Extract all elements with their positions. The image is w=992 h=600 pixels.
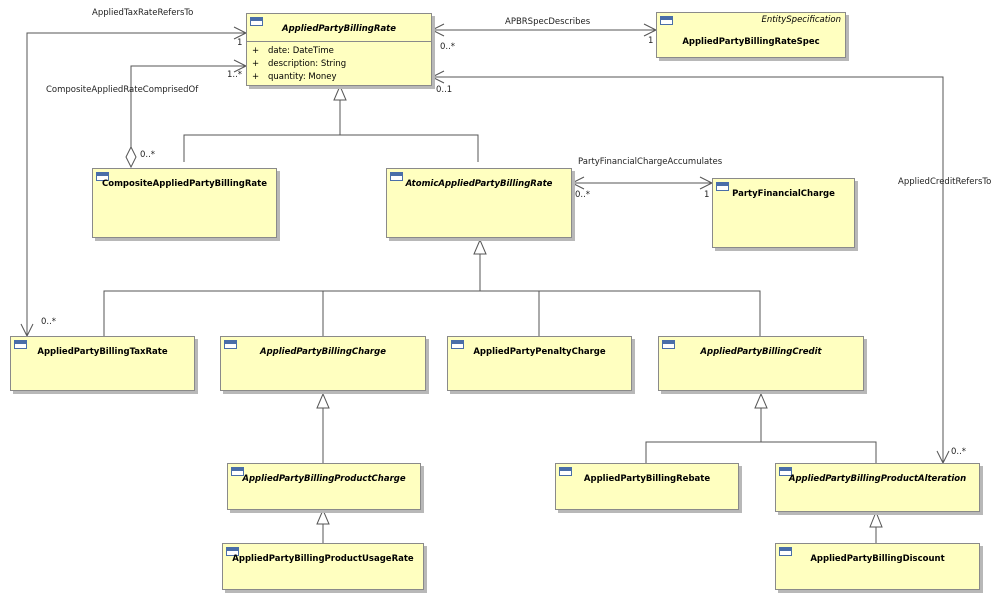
mult-spec-target: 1 <box>648 36 654 46</box>
aggregation-diamond <box>125 145 137 169</box>
class-name: AppliedPartyBillingCharge <box>260 347 386 357</box>
mult-tax-rate-source: 1 <box>237 38 243 48</box>
class-party-financial-charge[interactable]: PartyFinancialCharge <box>712 178 855 248</box>
class-stereotype: EntitySpecification <box>761 15 841 25</box>
assoc-label-credit: AppliedCreditRefersTo <box>898 177 992 187</box>
class-name: AppliedPartyBillingCredit <box>700 347 822 357</box>
generalization-line-atomic <box>103 254 761 336</box>
association-line-credit <box>432 76 944 463</box>
class-icon <box>14 340 27 349</box>
class-name: AppliedPartyBillingRateSpec <box>682 37 820 47</box>
association-line-tax-rate <box>26 32 246 336</box>
class-applied-party-billing-product-usage-rate[interactable]: AppliedPartyBillingProductUsageRate <box>222 543 424 590</box>
association-line-composite <box>130 65 246 147</box>
generalization-arrow-product-charge <box>316 508 330 525</box>
class-name: AppliedPartyBillingTaxRate <box>37 347 168 357</box>
mult-credit-source: 0..1 <box>436 85 453 95</box>
class-icon <box>559 467 572 476</box>
class-applied-party-billing-rate-spec[interactable]: EntitySpecification AppliedPartyBillingR… <box>656 12 846 58</box>
assoc-label-spec: APBRSpecDescribes <box>505 17 591 27</box>
class-applied-party-billing-discount[interactable]: AppliedPartyBillingDiscount <box>775 543 980 590</box>
class-applied-party-billing-product-alteration[interactable]: AppliedPartyBillingProductAlteration <box>775 463 980 512</box>
class-name: PartyFinancialCharge <box>732 189 835 199</box>
class-icon <box>451 340 464 349</box>
class-name: AppliedPartyBillingRebate <box>583 474 711 484</box>
class-applied-party-billing-product-charge[interactable]: AppliedPartyBillingProductCharge <box>227 463 421 510</box>
generalization-arrow-atomic <box>473 238 487 255</box>
assoc-label-composite: CompositeAppliedRateComprisedOf <box>46 85 199 95</box>
class-icon <box>231 467 244 476</box>
generalization-arrow-rate <box>333 84 347 101</box>
class-name: AppliedPartyBillingRate <box>281 24 397 34</box>
generalization-line-credit <box>645 408 877 463</box>
mult-spec-source: 0..* <box>440 42 456 52</box>
class-name: AppliedPartyBillingProductAlteration <box>788 474 967 484</box>
class-name: AppliedPartyBillingProductCharge <box>242 474 406 484</box>
generalization-line-rate <box>183 100 479 162</box>
class-name: AppliedPartyBillingDiscount <box>810 554 945 564</box>
class-icon <box>224 340 237 349</box>
mult-financial-charge-target: 1 <box>704 190 710 200</box>
attribute-row: +date: DateTime <box>252 46 334 56</box>
class-applied-party-billing-tax-rate[interactable]: AppliedPartyBillingTaxRate <box>10 336 195 391</box>
class-icon <box>660 16 673 25</box>
mult-composite-source: 1..* <box>227 70 243 80</box>
class-name: AtomicAppliedPartyBillingRate <box>405 179 553 189</box>
attribute-row: +description: String <box>252 59 347 69</box>
association-arrow-spec-source <box>430 23 445 37</box>
class-atomic-applied-party-billing-rate[interactable]: AtomicAppliedPartyBillingRate <box>386 168 572 238</box>
mult-financial-charge-source: 0..* <box>575 190 591 200</box>
mult-credit-target: 0..* <box>951 447 967 457</box>
association-arrow-financial-charge-source <box>570 176 585 190</box>
class-composite-applied-party-billing-rate[interactable]: CompositeAppliedPartyBillingRate <box>92 168 277 238</box>
class-icon <box>250 17 263 26</box>
class-applied-party-penalty-charge[interactable]: AppliedPartyPenaltyCharge <box>447 336 632 391</box>
attribute-row: +quantity: Money <box>252 72 337 82</box>
generalization-arrow-credit <box>754 392 768 409</box>
class-applied-party-billing-rebate[interactable]: AppliedPartyBillingRebate <box>555 463 739 510</box>
mult-composite-target: 0..* <box>140 150 156 160</box>
class-name: AppliedPartyPenaltyCharge <box>473 347 606 357</box>
class-name: CompositeAppliedPartyBillingRate <box>102 179 267 189</box>
class-icon <box>779 547 792 556</box>
association-arrow-credit-source <box>430 70 445 84</box>
class-icon <box>716 182 729 191</box>
class-applied-party-billing-rate[interactable]: AppliedPartyBillingRate +date: DateTime … <box>246 13 432 86</box>
class-applied-party-billing-credit[interactable]: AppliedPartyBillingCredit <box>658 336 864 391</box>
class-name: AppliedPartyBillingProductUsageRate <box>232 554 414 564</box>
class-icon <box>662 340 675 349</box>
generalization-arrow-charge <box>316 392 330 409</box>
class-icon <box>96 172 109 181</box>
class-applied-party-billing-charge[interactable]: AppliedPartyBillingCharge <box>220 336 426 391</box>
generalization-arrow-alteration <box>869 510 883 528</box>
assoc-label-tax-rate: AppliedTaxRateRefersTo <box>92 8 194 18</box>
class-icon <box>779 467 792 476</box>
class-icon <box>390 172 403 181</box>
class-icon <box>226 547 239 556</box>
assoc-label-financial-charge: PartyFinancialChargeAccumulates <box>578 157 723 167</box>
compartment-divider <box>247 41 431 42</box>
mult-tax-rate-target: 0..* <box>41 317 57 327</box>
